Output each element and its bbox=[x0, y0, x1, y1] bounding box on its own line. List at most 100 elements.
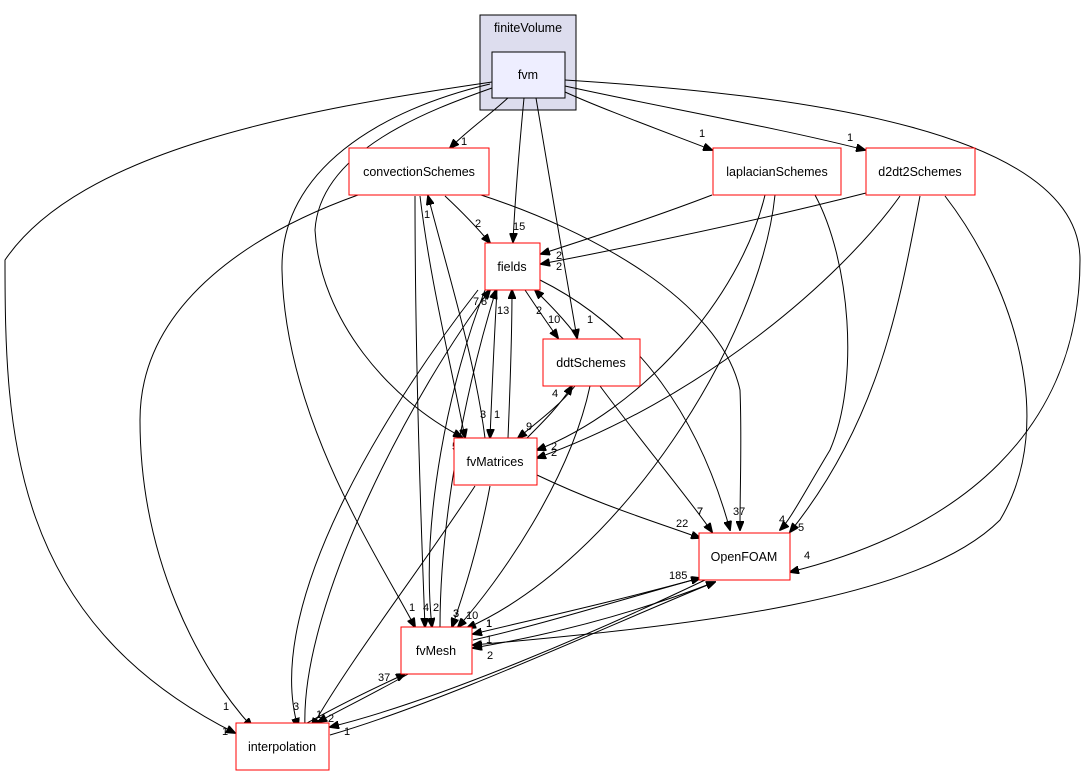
edge-fields-ddtschemes bbox=[524, 289, 558, 338]
edge-fvm-openfoam bbox=[564, 79, 1081, 572]
edge-fvmatrices-openfoam bbox=[536, 474, 700, 538]
edge-fields-openfoam bbox=[539, 279, 730, 530]
edge-fvmesh-openfoam bbox=[472, 578, 700, 641]
node-ddtschemes[interactable]: ddtSchemes bbox=[542, 338, 641, 387]
edge-lap-fvmesh bbox=[467, 194, 776, 628]
edge-label: 185 bbox=[669, 570, 687, 582]
edge-label: 1 bbox=[486, 618, 492, 630]
edge-openfoam-interp bbox=[330, 579, 706, 727]
node-fvmesh-label: fvMesh bbox=[416, 644, 456, 658]
node-fvm[interactable]: fvm bbox=[491, 51, 566, 99]
edge-fvm-fields bbox=[513, 97, 525, 242]
edge-fvm-laplacianschemes bbox=[564, 91, 712, 150]
edge-label: 1 bbox=[587, 314, 593, 326]
edge-label: 37 bbox=[733, 506, 745, 518]
node-fields-label: fields bbox=[497, 260, 526, 274]
edge-label: 1 bbox=[486, 634, 492, 646]
edge-label: 9 bbox=[526, 421, 532, 433]
edge-fvm-interpolation bbox=[4, 81, 493, 733]
node-interpolation[interactable]: interpolation bbox=[235, 722, 330, 771]
edge-fvm-d2dt2schemes bbox=[564, 85, 865, 150]
edge-label: 5 bbox=[798, 522, 804, 534]
edge-label: 1 bbox=[316, 709, 322, 721]
node-fvmatrices-label: fvMatrices bbox=[467, 455, 524, 469]
edge-d2-openfoam bbox=[790, 195, 921, 532]
edge-label: 2 bbox=[556, 250, 562, 262]
edge-lap-fvmatrices bbox=[537, 194, 766, 450]
edge-openfoam-fvmesh-2 bbox=[473, 581, 716, 648]
edge-label: 4 bbox=[423, 602, 429, 614]
edge-label: 7 bbox=[473, 296, 479, 308]
node-interpolation-label: interpolation bbox=[248, 740, 316, 754]
edge-conv-fvmatrices bbox=[419, 195, 465, 438]
edge-openfoam-fvmesh bbox=[473, 577, 701, 634]
node-ddtschemes-label: ddtSchemes bbox=[556, 356, 625, 370]
edge-label: 1 bbox=[409, 602, 415, 614]
edge-label: 3 bbox=[453, 608, 459, 620]
edge-interp-openfoam bbox=[329, 582, 715, 736]
edge-label: 1 bbox=[461, 136, 467, 148]
edge-label: 22 bbox=[676, 518, 688, 530]
edge-conv-fvmesh bbox=[414, 195, 425, 627]
edge-label: 2 bbox=[487, 650, 493, 662]
node-fvmesh[interactable]: fvMesh bbox=[400, 626, 473, 675]
edge-label: 2 bbox=[551, 441, 557, 453]
edge-label: 13 bbox=[497, 305, 509, 317]
node-convectionschemes[interactable]: convectionSchemes bbox=[348, 147, 490, 196]
edge-d2-fields bbox=[541, 192, 867, 264]
edge-label: 1 bbox=[223, 701, 229, 713]
node-fvmatrices[interactable]: fvMatrices bbox=[453, 437, 538, 486]
edge-label: 10 bbox=[466, 610, 478, 622]
edge-interp-fvmesh bbox=[299, 674, 405, 728]
edge-fvmatrices-interpolation bbox=[312, 485, 476, 727]
edge-label: 7 bbox=[697, 506, 703, 518]
node-d2dt2schemes-label: d2dt2Schemes bbox=[878, 165, 961, 179]
edge-d2-fvmatrices bbox=[537, 195, 901, 458]
edge-label: 2 bbox=[433, 602, 439, 614]
edge-label: 2 bbox=[475, 218, 481, 230]
edge-label: 2 bbox=[536, 305, 542, 317]
node-fvm-label: fvm bbox=[518, 68, 538, 82]
edge-label: 2 bbox=[328, 713, 334, 725]
edge-label: 1 bbox=[847, 132, 853, 144]
edge-label: 15 bbox=[513, 221, 525, 233]
edge-fvmatrices-fields bbox=[507, 290, 512, 439]
edge-label: 1 bbox=[222, 726, 228, 738]
edge-fvm-convectionschemes bbox=[450, 95, 511, 148]
edge-label: 2 bbox=[556, 261, 562, 273]
edge-label: 10 bbox=[548, 314, 560, 326]
edge-label: 4 bbox=[804, 550, 810, 562]
edge-interp-fields bbox=[304, 290, 490, 728]
edge-label: 3 bbox=[453, 608, 459, 620]
edge-label: 37 bbox=[378, 672, 390, 684]
edge-fvm-fvmesh bbox=[281, 83, 491, 627]
edge-d2-fvmesh bbox=[473, 195, 1028, 645]
edge-conv-fields bbox=[444, 195, 490, 243]
node-fields[interactable]: fields bbox=[484, 242, 541, 291]
edge-ddt-openfoam bbox=[599, 385, 712, 532]
node-openfoam-label: OpenFOAM bbox=[711, 550, 778, 564]
edge-fvm-fvmatrices bbox=[314, 87, 493, 437]
edge-label: 1 bbox=[494, 409, 500, 421]
edge-fields-fvmatrices bbox=[490, 289, 498, 438]
edge-label: 1 bbox=[344, 726, 350, 738]
edge-fvm-ddtschemes bbox=[535, 97, 577, 338]
edge-ddt-fvmesh bbox=[458, 385, 591, 627]
node-openfoam[interactable]: OpenFOAM bbox=[698, 532, 791, 581]
edge-label: 2 bbox=[551, 447, 557, 459]
edge-conv-openfoam bbox=[477, 193, 741, 530]
edges bbox=[4, 79, 1081, 736]
edge-fvmatrices-fvmesh bbox=[452, 485, 491, 627]
node-laplacianschemes-label: laplacianSchemes bbox=[726, 165, 827, 179]
node-d2dt2schemes[interactable]: d2dt2Schemes bbox=[865, 147, 976, 196]
edge-label: 3 bbox=[480, 409, 486, 421]
edge-labels: 1 1 1 15 1 5 1 4 1 2 3 4 37 1 1 2 2 10 4… bbox=[222, 128, 853, 738]
node-laplacianschemes[interactable]: laplacianSchemes bbox=[712, 147, 842, 196]
cluster-finitevolume-label: finiteVolume bbox=[494, 21, 562, 35]
edge-label: 1 bbox=[424, 209, 430, 221]
edge-fields-interpolation bbox=[291, 289, 479, 727]
edge-lap-openfoam bbox=[780, 194, 849, 530]
edge-ddt-fields bbox=[535, 290, 579, 339]
edge-label: 1 bbox=[699, 128, 705, 140]
